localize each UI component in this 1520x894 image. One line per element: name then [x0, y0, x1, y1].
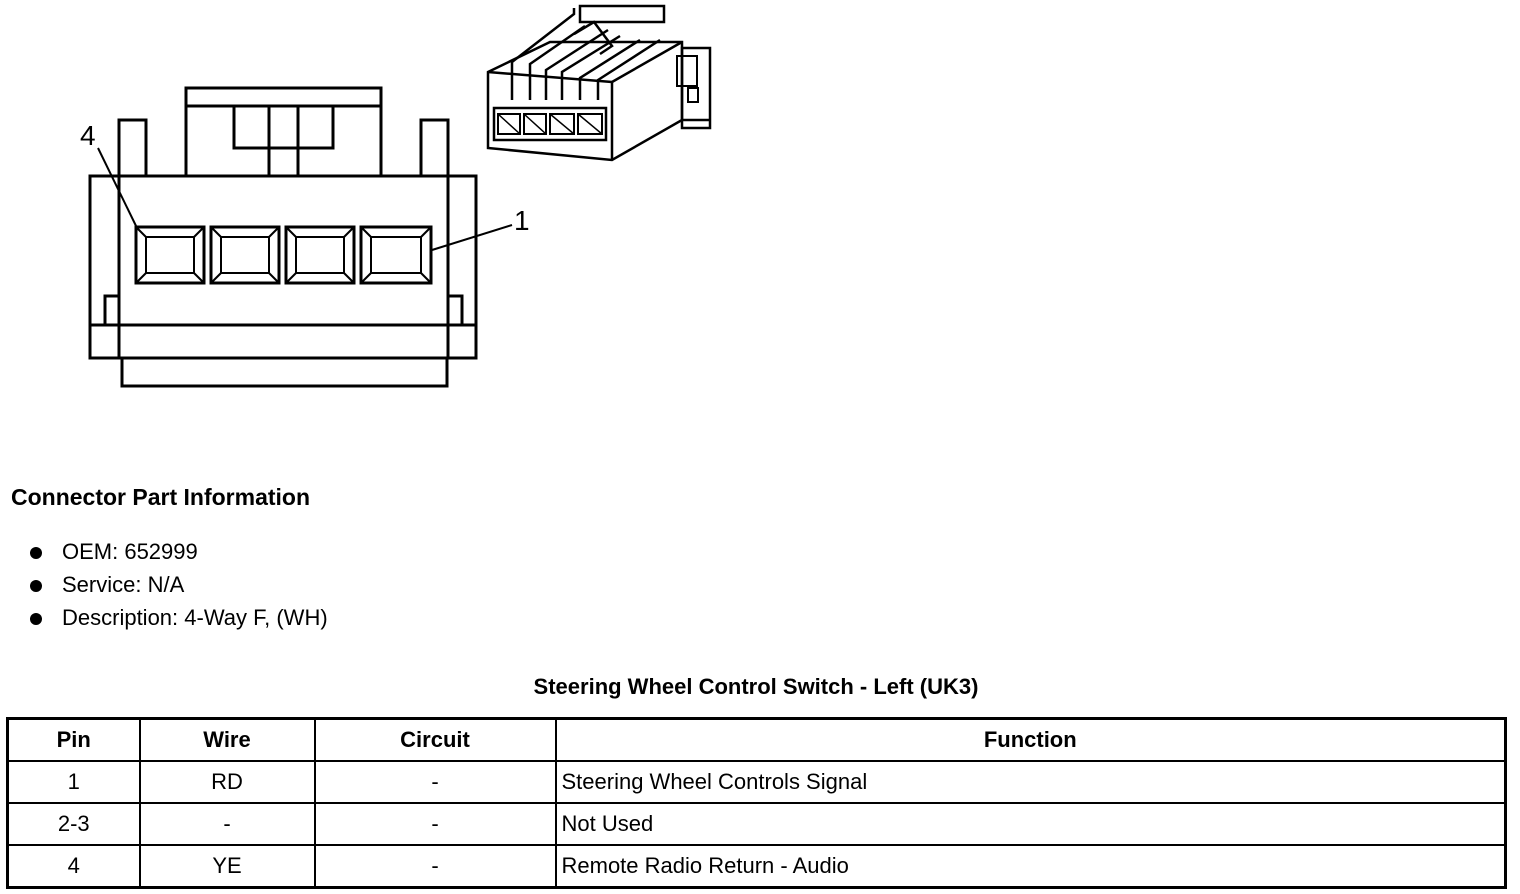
- cell-pin: 2-3: [6, 802, 141, 846]
- cell-wire: -: [138, 802, 316, 846]
- table-row: 2-3 - - Not Used: [6, 802, 1507, 846]
- list-item: Description: 4-Way F, (WH): [28, 604, 328, 637]
- table-header-row: Pin Wire Circuit Function: [6, 717, 1507, 762]
- cell-circuit: -: [313, 760, 557, 804]
- connector-drawing: 4 1: [80, 4, 712, 388]
- oem-info: OEM: 652999: [62, 539, 198, 564]
- cell-function: Remote Radio Return - Audio: [554, 844, 1507, 889]
- cell-wire: RD: [138, 760, 316, 804]
- table-row: 1 RD - Steering Wheel Controls Signal: [6, 760, 1507, 804]
- cavity-4: [134, 225, 206, 285]
- cell-function: Steering Wheel Controls Signal: [554, 760, 1507, 804]
- cell-wire: YE: [138, 844, 316, 889]
- pin-1-leader: [431, 224, 513, 251]
- bullet-icon: [30, 547, 42, 559]
- pin-4-leader: [97, 147, 139, 231]
- header-function: Function: [554, 717, 1507, 762]
- table-title: Steering Wheel Control Switch - Left (UK…: [533, 674, 979, 699]
- pin-label-1: 1: [514, 205, 530, 236]
- cavity-3: [209, 225, 281, 285]
- pinout-table: Pin Wire Circuit Function 1 RD - Steerin…: [6, 717, 1507, 889]
- pin-label-4: 4: [80, 120, 96, 151]
- cavity-2: [284, 225, 356, 285]
- cell-function: Not Used: [554, 802, 1507, 846]
- description-info: Description: 4-Way F, (WH): [62, 605, 328, 630]
- cavity-1: [359, 225, 433, 285]
- bullet-icon: [30, 613, 42, 625]
- cell-circuit: -: [313, 802, 557, 846]
- list-item: Service: N/A: [28, 571, 328, 604]
- connector-face-view: [88, 86, 478, 388]
- connector-info-heading: Connector Part Information: [11, 484, 311, 510]
- service-info: Service: N/A: [62, 572, 185, 597]
- header-pin: Pin: [6, 717, 141, 762]
- header-wire: Wire: [138, 717, 316, 762]
- table-row: 4 YE - Remote Radio Return - Audio: [6, 844, 1507, 889]
- header-circuit: Circuit: [313, 717, 557, 762]
- connector-info-list: OEM: 652999 Service: N/A Description: 4-…: [28, 538, 328, 637]
- cell-circuit: -: [313, 844, 557, 889]
- list-item: OEM: 652999: [28, 538, 328, 571]
- bullet-icon: [30, 580, 42, 592]
- cell-pin: 4: [6, 844, 141, 889]
- connector-isometric-view: [486, 4, 712, 162]
- cell-pin: 1: [6, 760, 141, 804]
